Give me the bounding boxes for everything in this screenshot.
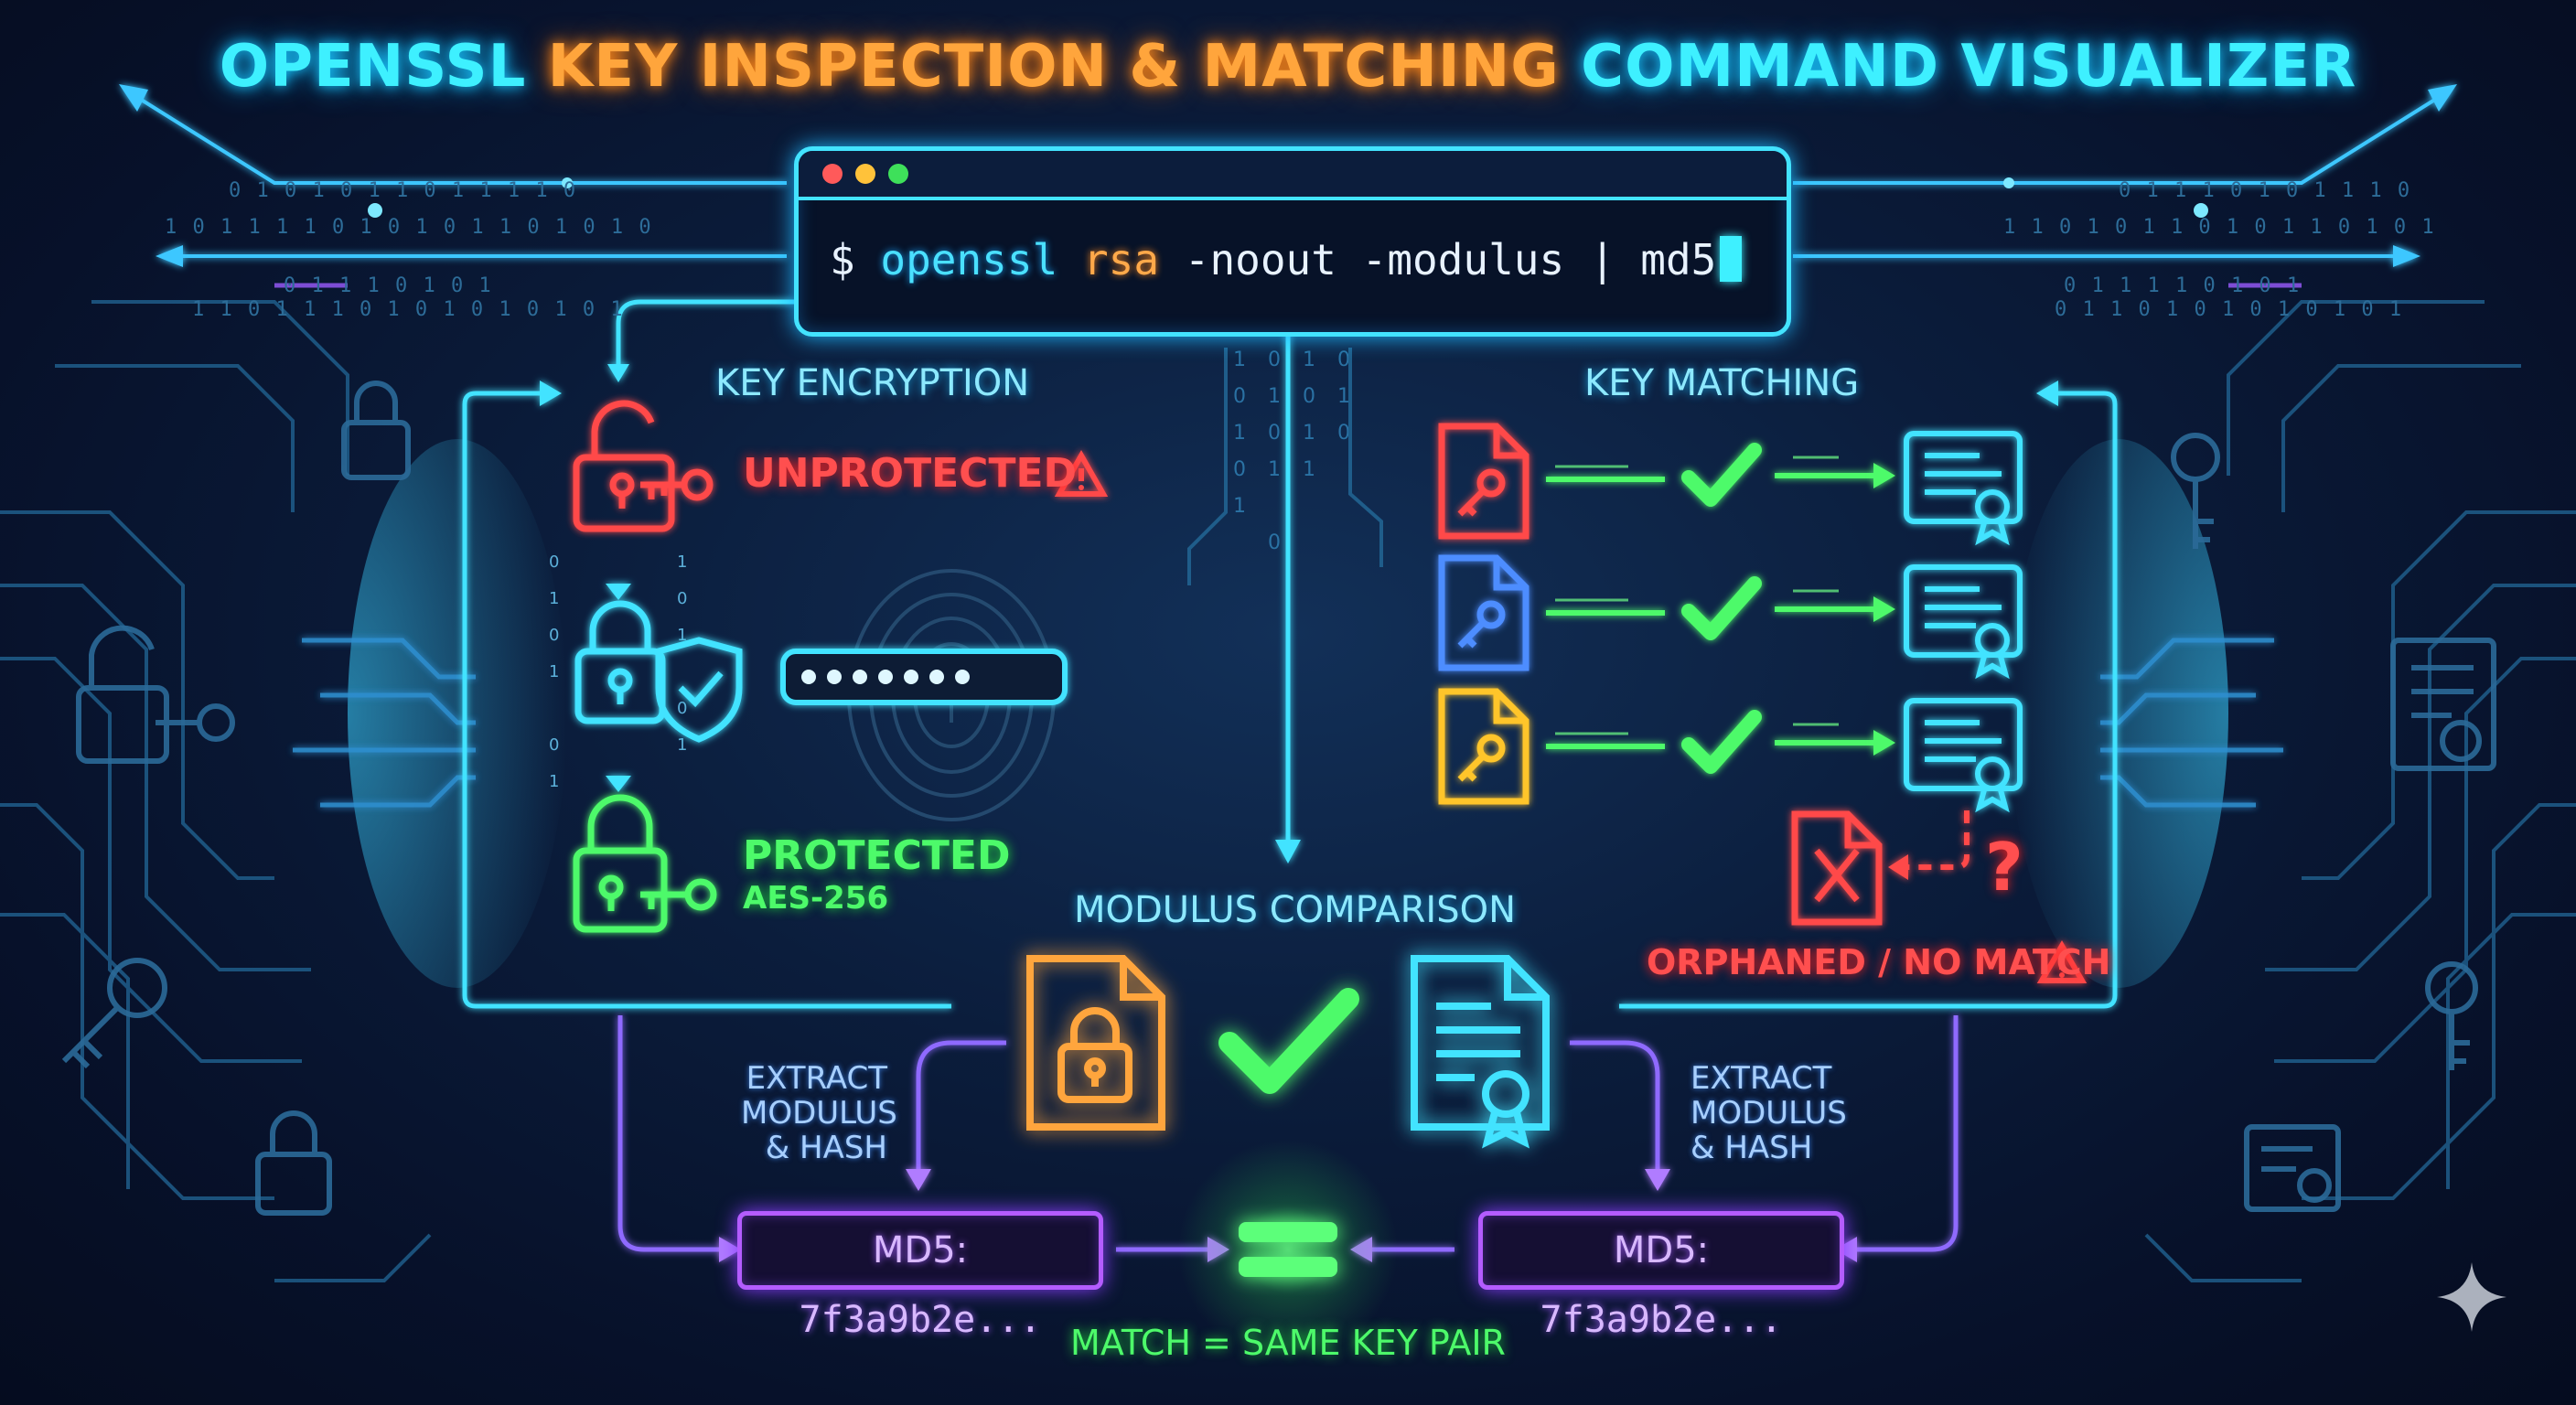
svg-text:1: 1 — [1268, 458, 1281, 481]
svg-text:1: 1 — [1303, 458, 1315, 481]
page-title: OPENSSL KEY INSPECTION & MATCHING COMMAN… — [0, 33, 2576, 101]
svg-text:1: 1 — [1337, 385, 1350, 408]
svg-text:1: 1 — [549, 662, 559, 681]
svg-text:0: 0 — [549, 552, 559, 572]
match-caption: MATCH = SAME KEY PAIR — [1070, 1323, 1506, 1363]
check-icon-2 — [1681, 576, 1762, 640]
binary-strip-left-3: 0 1 1 1 0 1 0 1 — [284, 274, 493, 297]
protected-label: PROTECTED — [743, 832, 1011, 879]
unlocked-key-icon — [573, 400, 714, 532]
svg-text:0: 0 — [1233, 385, 1246, 408]
svg-text:1: 1 — [677, 626, 687, 645]
hash-value-left: 7f3a9b2e... — [799, 1299, 1042, 1341]
command-args: -noout -modulus | md5 — [1184, 235, 1717, 284]
title-part-2: KEY INSPECTION & MATCHING — [547, 33, 1560, 101]
close-dot-icon[interactable] — [822, 164, 843, 184]
extract-left-line-3: & HASH — [765, 1130, 887, 1166]
key-file-yellow-icon — [1438, 688, 1530, 805]
extract-left-label: EXTRACT MODULUS & HASH — [741, 1060, 897, 1166]
svg-text:0: 0 — [677, 589, 687, 608]
certificate-icon-2 — [1904, 564, 2023, 680]
svg-text:0: 0 — [1303, 385, 1315, 408]
unprotected-label: UNPROTECTED — [743, 450, 1078, 497]
key-encryption-heading: KEY ENCRYPTION — [715, 362, 1030, 404]
key-file-red-icon — [1438, 423, 1530, 540]
binary-strip-right-3: 0 1 1 1 1 0 1 0 1 — [2064, 274, 2302, 297]
svg-text:1: 1 — [549, 589, 559, 608]
svg-text:0: 0 — [677, 699, 687, 718]
svg-text:0: 0 — [549, 735, 559, 755]
sparkle-icon — [2437, 1262, 2506, 1332]
terminal-window[interactable]: $ openssl rsa -noout -modulus | md5 — [794, 146, 1791, 337]
binary-strip-right-2: 1 1 0 1 0 1 1 0 1 0 1 1 0 1 0 1 — [2003, 216, 2436, 239]
check-icon-1 — [1681, 443, 1762, 507]
cipher-label: AES-256 — [743, 880, 889, 917]
terminal-command: $ openssl rsa -noout -modulus | md5 — [830, 235, 1743, 284]
svg-text:0: 0 — [1268, 349, 1281, 371]
terminal-titlebar — [799, 151, 1787, 200]
orphaned-file-icon — [1791, 810, 1883, 926]
hash-value-right: 7f3a9b2e... — [1540, 1299, 1783, 1341]
svg-text:0: 0 — [1337, 422, 1350, 445]
command-subcommand: rsa — [1082, 235, 1160, 284]
extract-left-line-1: EXTRACT — [746, 1060, 887, 1097]
prompt: $ — [830, 235, 855, 284]
svg-text:1: 1 — [549, 772, 559, 791]
svg-text:1: 1 — [1268, 385, 1281, 408]
svg-text:1: 1 — [1303, 349, 1315, 371]
key-matching-heading: KEY MATCHING — [1584, 362, 1860, 404]
locked-key-icon — [573, 794, 717, 933]
hash-prefix-right: MD5: — [1613, 1229, 1710, 1271]
svg-text:0: 0 — [1268, 422, 1281, 445]
certificate-file-icon — [1411, 955, 1550, 1149]
hash-box-left: MD5: 7f3a9b2e... — [737, 1211, 1103, 1341]
cursor — [1720, 236, 1743, 282]
binary-strip-left-4: 1 1 0 1 1 1 0 1 0 1 0 1 0 1 0 1 — [192, 298, 625, 321]
warning-icon-2 — [2036, 940, 2088, 983]
svg-text:1: 1 — [677, 735, 687, 755]
svg-text:1: 1 — [677, 552, 687, 572]
svg-text:0: 0 — [1337, 349, 1350, 371]
command-program: openssl — [880, 235, 1058, 284]
extract-right-line-1: EXTRACT — [1690, 1060, 1832, 1097]
password-field — [780, 649, 1068, 705]
hash-box-right: MD5: 7f3a9b2e... — [1478, 1211, 1844, 1341]
title-part-1: OPENSSL — [219, 33, 527, 101]
title-part-3: COMMAND VISUALIZER — [1581, 33, 2357, 101]
binary-strip-left-2: 1 0 1 1 1 1 0 1 0 1 0 1 1 0 1 0 1 0 — [165, 216, 653, 239]
extract-left-line-2: MODULUS — [741, 1095, 897, 1132]
extract-right-line-3: & HASH — [1690, 1130, 1813, 1166]
hash-prefix-left: MD5: — [872, 1229, 969, 1271]
match-check-icon — [1218, 988, 1359, 1094]
modulus-comparison-heading: MODULUS COMPARISON — [1074, 889, 1516, 931]
svg-text:0: 0 — [1233, 458, 1246, 481]
question-mark: ? — [1985, 829, 2023, 906]
svg-text:1: 1 — [1233, 495, 1246, 518]
svg-text:1: 1 — [1233, 349, 1246, 371]
svg-text:1: 1 — [1303, 422, 1315, 445]
certificate-icon-1 — [1904, 431, 2023, 546]
check-icon-3 — [1681, 710, 1762, 774]
lock-shield-icon — [574, 600, 743, 743]
extract-right-line-2: MODULUS — [1690, 1095, 1847, 1132]
binary-strip-left-1: 0 1 0 1 0 1 1 0 1 1 1 1 0 — [229, 179, 578, 202]
key-file-lock-icon — [1026, 955, 1165, 1131]
binary-strip-right-4: 0 1 1 0 1 0 1 0 1 0 1 0 1 — [2055, 298, 2404, 321]
key-file-blue-icon — [1438, 554, 1530, 671]
svg-text:0: 0 — [549, 626, 559, 645]
svg-text:0: 0 — [1268, 531, 1281, 554]
maximize-dot-icon[interactable] — [888, 164, 908, 184]
extract-right-label: EXTRACT MODULUS & HASH — [1690, 1061, 1855, 1165]
svg-text:1: 1 — [1233, 422, 1246, 445]
certificate-icon-3 — [1904, 698, 2023, 813]
minimize-dot-icon[interactable] — [855, 164, 875, 184]
binary-strip-right-1: 0 1 1 1 0 1 0 1 1 1 0 — [2119, 179, 2412, 202]
orphaned-label: ORPHANED / NO MATCH — [1647, 942, 2111, 982]
equals-icon — [1239, 1222, 1337, 1277]
warning-icon — [1054, 449, 1109, 497]
